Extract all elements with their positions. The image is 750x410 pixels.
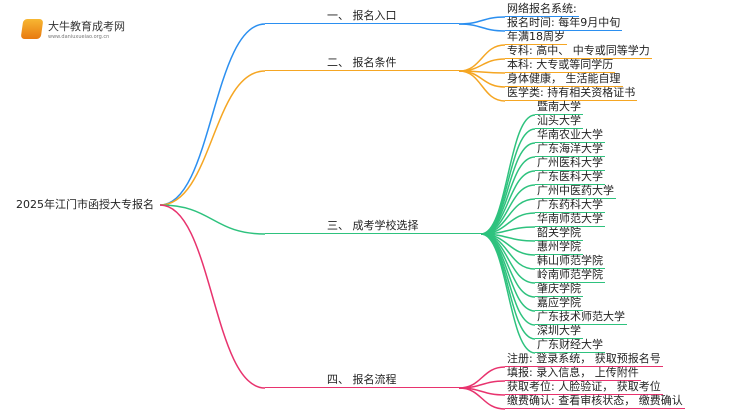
leaf-connector [480,233,536,354]
leaf-item[interactable]: 韶关学院 [535,226,583,241]
leaf-item[interactable]: 本科: 大专或等同学历 [505,58,616,73]
leaf-connector [480,142,536,235]
branch-connector [159,70,266,206]
root-topic[interactable]: 2025年江门市函授大专报名 [16,198,154,211]
leaf-connector [458,380,506,389]
leaf-connector [480,233,536,312]
leaf-item[interactable]: 填报: 录入信息， 上传附件 [505,366,641,381]
branch-4[interactable]: 四、 报名流程 [265,373,459,388]
leaf-item[interactable]: 广州中医药大学 [535,184,616,199]
leaf-connector [480,156,536,235]
leaf-item[interactable]: 注册: 登录系统， 获取预报名号 [505,352,663,367]
leaf-item[interactable]: 网络报名系统: [505,2,579,17]
leaf-connector [458,70,506,102]
leaf-item[interactable]: 惠州学院 [535,240,583,255]
leaf-item[interactable]: 报名时间: 每年9月中旬 [505,16,623,31]
leaf-connector [458,58,506,72]
leaf-item[interactable]: 获取考位: 人脸验证， 获取考位 [505,380,663,395]
leaf-item[interactable]: 专科: 高中、 中专或同等学力 [505,44,652,59]
leaf-connector [480,233,536,326]
leaf-item[interactable]: 暨南大学 [535,100,583,115]
leaf-item[interactable]: 广东技术师范大学 [535,310,627,325]
leaf-item[interactable]: 华南农业大学 [535,128,605,143]
leaf-connector [458,16,506,25]
branch-1[interactable]: 一、 报名入口 [265,9,459,24]
leaf-item[interactable]: 缴费确认: 查看审核状态， 缴费确认 [505,394,685,409]
leaf-item[interactable]: 年满18周岁 [505,30,567,45]
leaf-item[interactable]: 广东药科大学 [535,198,605,213]
leaf-item[interactable]: 广东医科大学 [535,170,605,185]
leaf-connector [458,387,506,410]
leaf-item[interactable]: 嘉应学院 [535,296,583,311]
logo: 大牛教育成考网 www.daniuxueiao.org.cn [20,18,125,40]
logo-name: 大牛教育成考网 [48,20,125,33]
leaf-item[interactable]: 深圳大学 [535,324,583,339]
leaf-item[interactable]: 身体健康， 生活能自理 [505,72,623,87]
leaf-connector [480,128,536,235]
branch-connector [159,204,266,235]
leaf-item[interactable]: 肇庆学院 [535,282,583,297]
leaf-item[interactable]: 岭南师范学院 [535,268,605,283]
logo-url: www.daniuxueiao.org.cn [48,34,110,40]
leaf-item[interactable]: 医学类: 持有相关资格证书 [505,86,638,101]
leaf-item[interactable]: 广东财经大学 [535,338,605,353]
leaf-item[interactable]: 广州医科大学 [535,156,605,171]
branch-2[interactable]: 二、 报名条件 [265,56,459,71]
leaf-item[interactable]: 韩山师范学院 [535,254,605,269]
leaf-connector [458,23,506,32]
leaf-item[interactable]: 广东海洋大学 [535,142,605,157]
leaf-connector [458,44,506,72]
branch-3[interactable]: 三、 成考学校选择 [265,219,481,234]
leaf-item[interactable]: 汕头大学 [535,114,583,129]
branch-connector [159,23,266,206]
branch-connector [159,204,266,389]
leaf-connector [480,233,536,340]
leaf-item[interactable]: 华南师范大学 [535,212,605,227]
